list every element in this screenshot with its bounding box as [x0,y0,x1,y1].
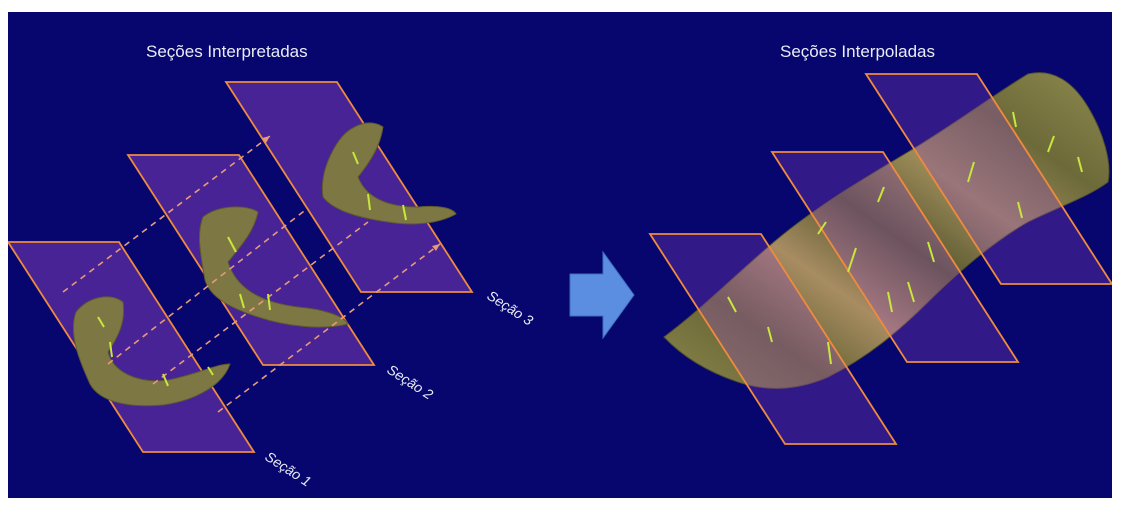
connector-arrowhead-4 [432,244,440,251]
right-panel-title: Seções Interpoladas [780,42,935,61]
stick [239,293,245,309]
stick [402,204,407,221]
right-arrow-icon [569,250,635,340]
stick [267,293,271,311]
section-3-label: Seção 3 [484,287,536,329]
section-3-body [321,122,457,225]
stick [887,291,893,313]
interpolated-plane-3 [864,73,1112,285]
stick [352,151,359,165]
stick [817,221,827,235]
stick [907,281,915,303]
stick [767,326,773,343]
section-1-body [72,296,231,407]
stick [1047,135,1055,153]
stick [162,373,169,387]
section-2-label: Seção 2 [384,361,436,403]
interpolated-surface [663,72,1110,389]
dashed-connector-4 [217,243,441,413]
dashed-connector-3 [152,221,369,385]
stick [727,296,737,313]
interpolated-plane-1 [648,233,898,445]
stick [1012,111,1017,128]
stick [207,366,214,376]
interpolated-plane-2 [770,151,1020,363]
dashed-connector-2 [107,207,309,365]
section-2-body [199,206,349,328]
stick [109,341,113,358]
stick [227,236,237,253]
stick [97,316,105,328]
stick [367,193,371,211]
diagram-canvas: Seções Interpretadas Seção 1 Seção 2 Seç… [8,12,1112,498]
stick [1077,156,1083,173]
connector-arrowhead-1 [262,136,270,143]
stick [877,186,885,203]
diagram-svg: Seções Interpretadas Seção 1 Seção 2 Seç… [8,42,1112,489]
stick [847,247,857,273]
stick [927,241,935,263]
stick [827,341,832,365]
left-panel-title: Seções Interpretadas [146,42,308,61]
stick [967,161,975,183]
section-1-label: Seção 1 [262,448,314,489]
stick [1017,201,1023,219]
